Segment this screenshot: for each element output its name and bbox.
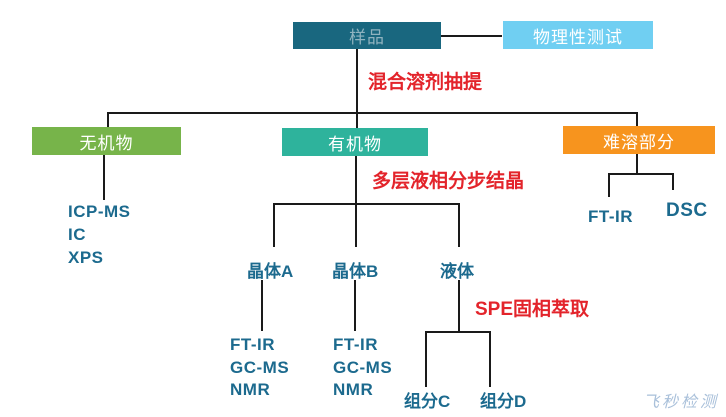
connector-sample-down <box>356 49 358 128</box>
method-list-crystal-b: FT-IR GC-MS NMR <box>333 334 392 402</box>
method-item: GC-MS <box>230 357 290 377</box>
connector-drop-insoluble <box>636 112 638 127</box>
method-item: FT-IR <box>333 335 378 354</box>
method-item: IC <box>68 225 86 244</box>
node-insoluble: 难溶部分 <box>563 126 715 154</box>
method-list-inorganic: ICP-MS IC XPS <box>68 200 131 269</box>
connector-drop-component-d <box>489 331 491 387</box>
node-component-c: 组分C <box>404 392 451 411</box>
connector-crystal-a-methods <box>261 280 263 331</box>
node-organic: 有机物 <box>282 128 428 156</box>
connector-drop-component-c <box>425 331 427 387</box>
process-label-crystallization: 多层液相分步结晶 <box>372 171 525 192</box>
method-item: NMR <box>230 380 271 399</box>
process-label-spe: SPE固相萃取 <box>475 299 590 320</box>
watermark: 飞秒检测 <box>643 394 720 411</box>
method-item: XPS <box>68 248 104 267</box>
connector-level1-distributor <box>107 112 637 114</box>
connector-organic-down <box>355 156 357 247</box>
node-sample: 样品 <box>293 22 441 49</box>
node-inorganic: 无机物 <box>32 127 181 155</box>
node-physical-test: 物理性测试 <box>503 21 653 49</box>
connector-drop-crystal-a <box>273 203 275 247</box>
connector-drop-inorganic <box>107 112 109 128</box>
node-component-d: 组分D <box>480 392 527 411</box>
method-insoluble-ftir: FT-IR <box>588 207 633 226</box>
connector-liquid-down <box>458 280 460 332</box>
connector-crystal-b-methods <box>354 280 356 331</box>
connector-organic-split <box>273 203 459 205</box>
connector-insoluble-down <box>636 153 638 174</box>
method-item: FT-IR <box>230 335 275 354</box>
node-crystal-b: 晶体B <box>332 262 379 281</box>
method-list-crystal-a: FT-IR GC-MS NMR <box>230 334 289 402</box>
connector-drop-ftir <box>608 173 610 197</box>
method-insoluble-dsc: DSC <box>666 200 708 221</box>
connector-liquid-split <box>425 331 490 333</box>
node-crystal-a: 晶体A <box>247 262 294 281</box>
method-item: NMR <box>333 380 374 399</box>
process-label-extraction: 混合溶剂抽提 <box>368 72 483 93</box>
connector-insoluble-split <box>608 173 673 175</box>
node-liquid: 液体 <box>440 262 474 281</box>
method-item: GC-MS <box>333 357 393 377</box>
connector-inorganic-methods <box>103 155 105 200</box>
method-item: ICP-MS <box>68 202 131 221</box>
connector-sample-physical <box>441 35 502 37</box>
connector-drop-dsc <box>672 173 674 190</box>
connector-drop-liquid <box>458 203 460 247</box>
